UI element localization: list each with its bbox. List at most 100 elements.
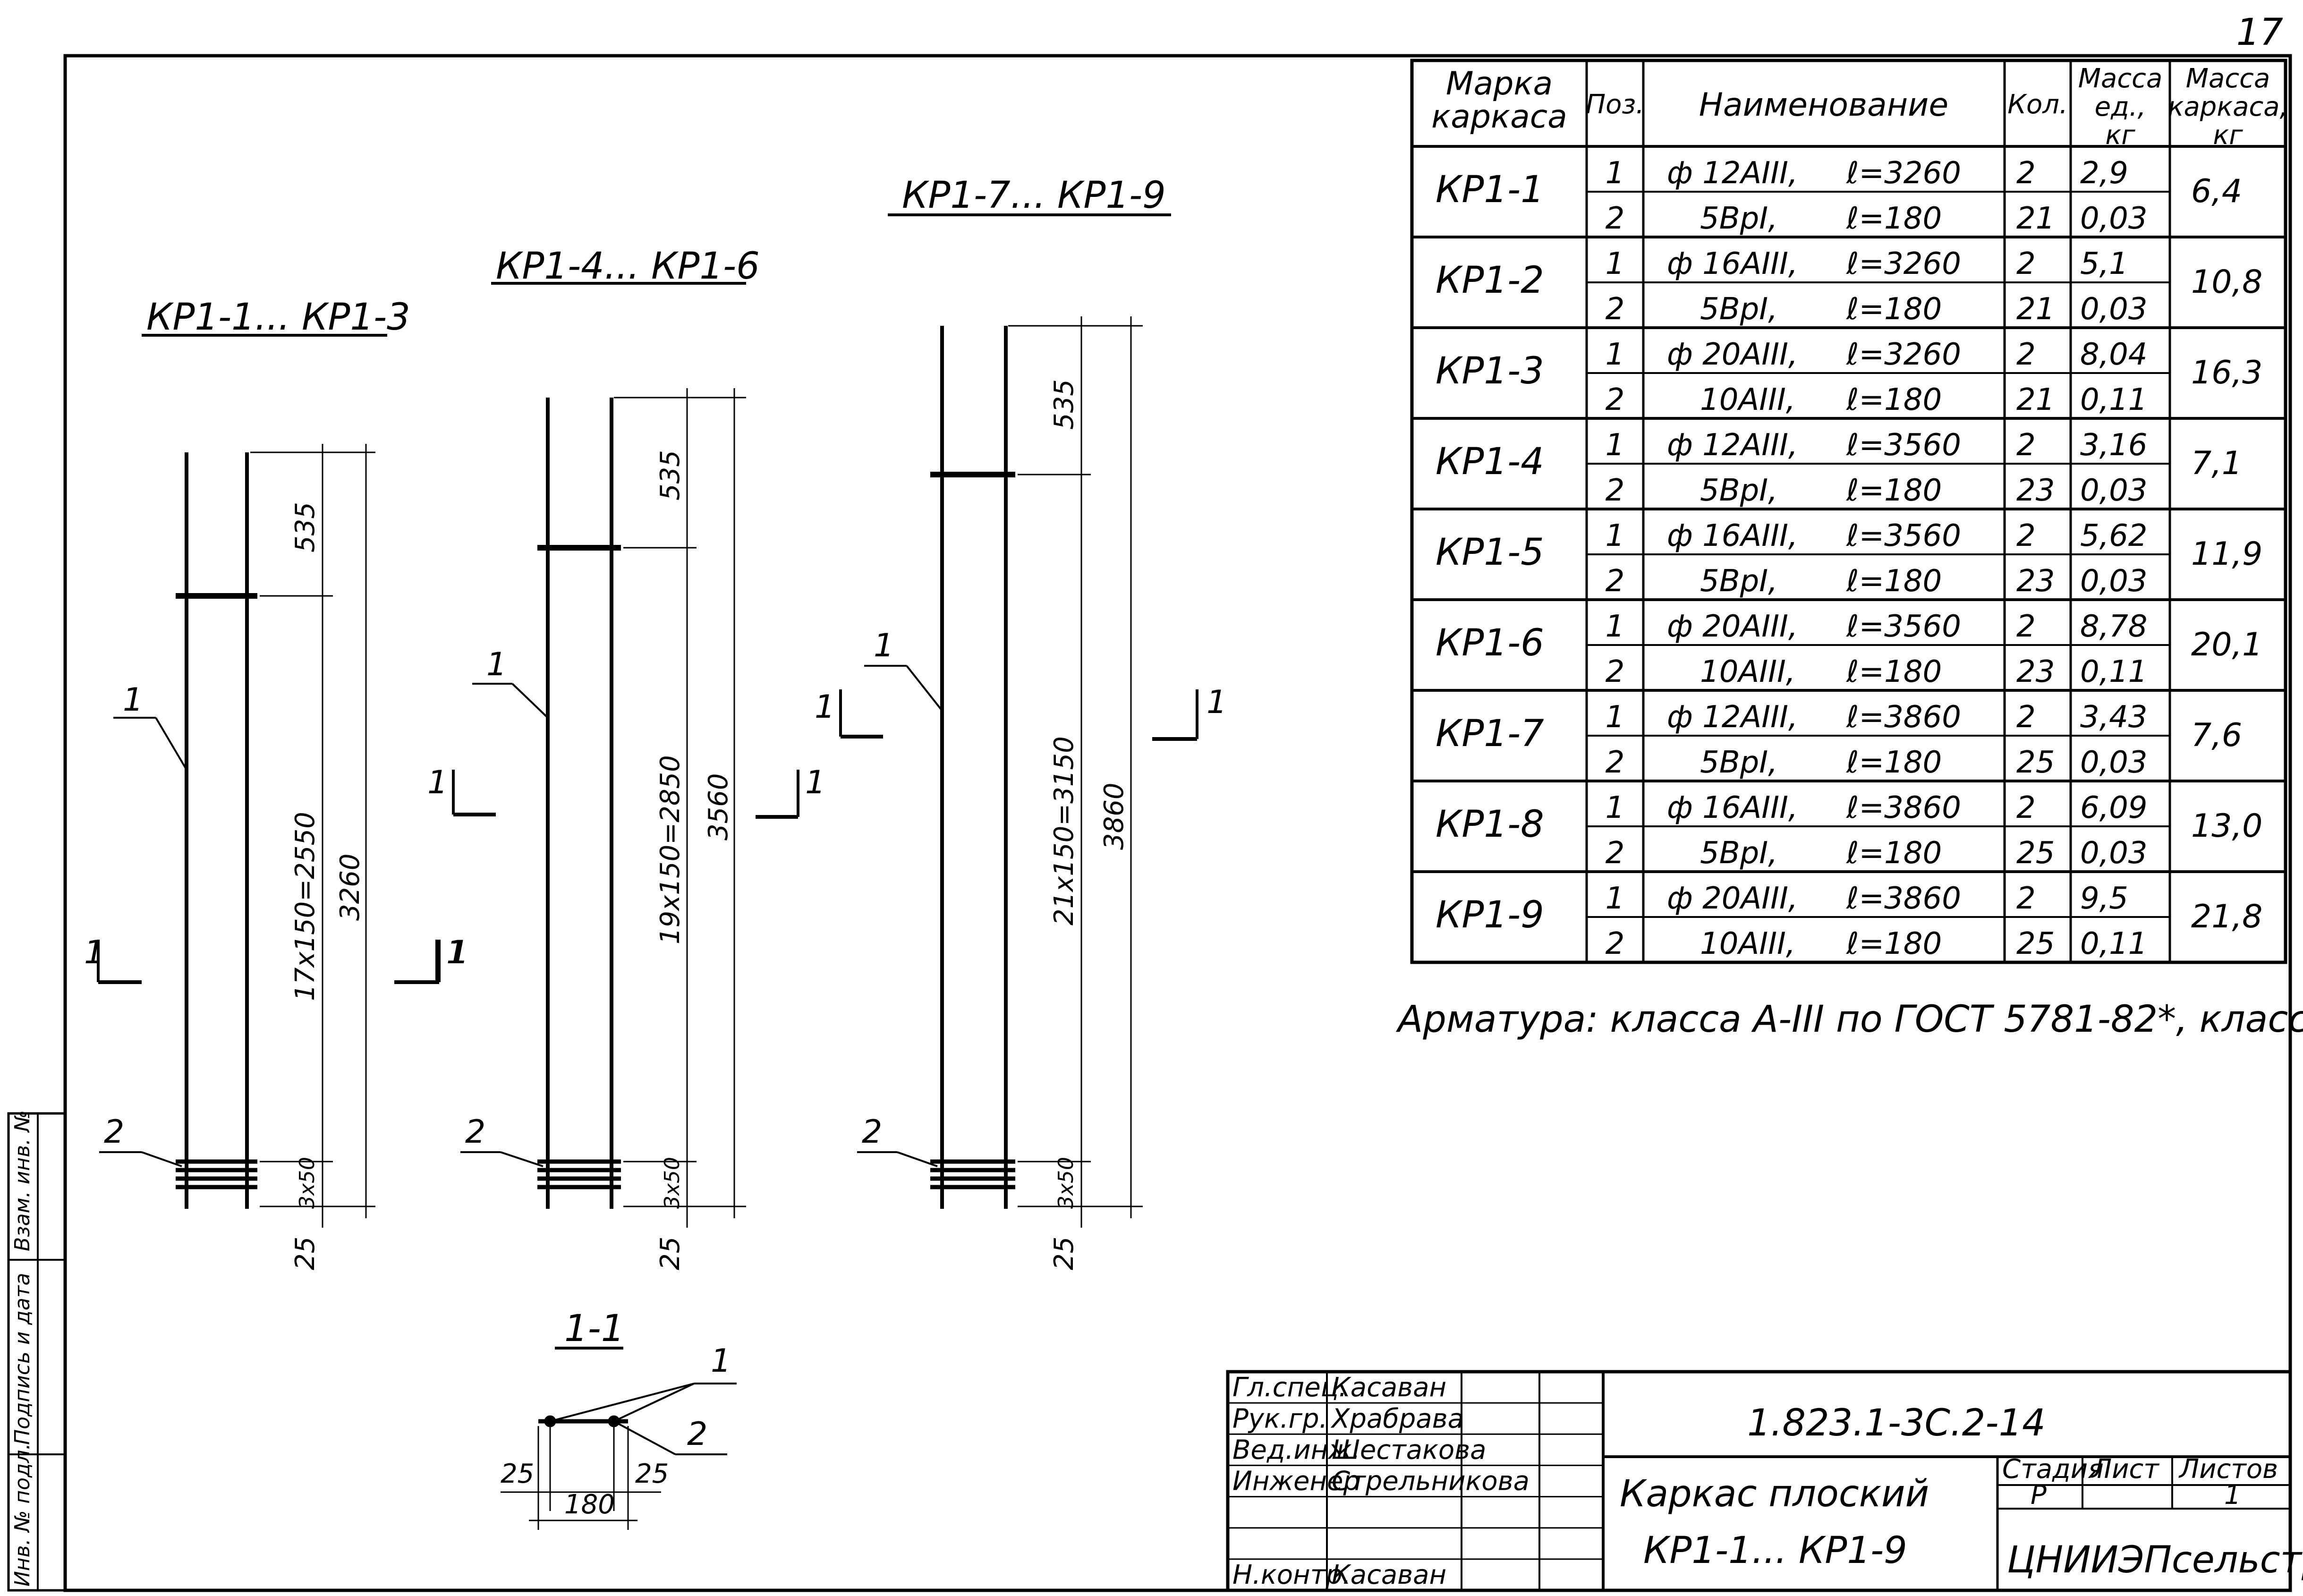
header-frame-mass: каркаса, [2168,92,2288,122]
sheet-number: 17 [2236,11,2283,54]
item-qty: 2 [2016,881,2036,916]
item-name: ф 20АIII, [1667,337,1798,372]
row-frame-mass: 20,1 [2191,626,2262,663]
item-qty: 2 [2016,337,2036,372]
svg-text:1: 1 [1207,684,1227,721]
item-name: 10АIII, [1700,382,1795,417]
item-qty: 23 [2016,654,2055,689]
svg-text:1: 1 [805,764,825,801]
svg-text:1: 1 [815,688,835,726]
item-unit-mass: 0,11 [2080,654,2148,689]
item-qty: 25 [2016,926,2055,961]
item-pos: 1 [1606,337,1625,372]
svg-text:2: 2 [465,1113,485,1151]
svg-text:3260: 3260 [335,853,365,921]
svg-text:25: 25 [501,1459,534,1489]
row-frame-mass: 7,1 [2191,445,2242,482]
header-frame-mass: кг [2213,120,2243,151]
title-block-role: Рук.гр. [1232,1403,1327,1434]
item-length: ℓ=180 [1846,292,1942,327]
row-mark: КР1-9 [1436,894,1544,936]
item-name: 10АIII, [1700,926,1795,961]
stage-value: Р [2031,1480,2047,1511]
item-name: 5ВрI, [1700,201,1777,236]
item-pos: 1 [1606,246,1625,281]
item-qty: 21 [2016,292,2055,327]
svg-text:25: 25 [655,1237,686,1270]
item-unit-mass: 6,09 [2080,790,2148,825]
item-name: ф 20АIII, [1667,609,1798,644]
item-unit-mass: 0,03 [2080,745,2148,780]
item-unit-mass: 0,03 [2080,201,2148,236]
item-length: ℓ=3860 [1846,881,1961,916]
item-unit-mass: 0,11 [2080,926,2148,961]
svg-text:25: 25 [290,1237,321,1270]
item-pos: 1 [1606,428,1625,463]
section-title: 1-1 [564,1307,624,1350]
item-length: ℓ=180 [1846,926,1942,961]
title-block-name: Стрельникова [1332,1466,1530,1497]
item-qty: 2 [2016,156,2036,191]
item-pos: 2 [1606,201,1625,236]
item-unit-mass: 0,03 [2080,836,2148,871]
item-name: ф 12АIII, [1667,428,1798,463]
row-mark: КР1-2 [1436,259,1544,302]
header-unit-mass: кг [2105,120,2135,151]
item-pos: 2 [1606,745,1625,780]
view-title: КР1-4... КР1-6 [496,245,760,288]
item-name: 10АIII, [1700,654,1795,689]
item-length: ℓ=3560 [1846,428,1961,463]
item-unit-mass: 0,11 [2080,382,2148,417]
item-unit-mass: 0,03 [2080,292,2148,327]
title-block-role: Гл.спец. [1232,1372,1347,1403]
header-name: Наименование [1699,86,1948,124]
item-pos: 1 [1606,881,1625,916]
item-length: ℓ=3860 [1846,790,1961,825]
item-length: ℓ=3260 [1846,246,1961,281]
item-unit-mass: 0,03 [2080,473,2148,508]
side-stamp: Инв. № подл. Подпись и дата Взам. инв. № [7,1110,67,1592]
item-pos: 2 [1606,564,1625,599]
svg-text:17х150=2550: 17х150=2550 [290,812,321,1001]
view-title: КР1-1... КР1-3 [146,296,410,339]
svg-text:1: 1 [486,646,507,683]
item-pos: 1 [1606,700,1625,735]
item-qty: 21 [2016,201,2055,236]
view-kr1-7: КР1-7... КР1-9 535 21х150=3150 3860 3х50… [756,174,1227,1270]
svg-text:1: 1 [123,681,143,719]
item-unit-mass: 8,78 [2080,609,2148,644]
document-name-line2: КР1-1... КР1-9 [1643,1529,1907,1572]
svg-text:1: 1 [874,627,894,664]
svg-text:1: 1 [446,934,467,971]
stamp-inv-label: Инв. № подл. [10,1443,34,1587]
item-unit-mass: 5,1 [2080,246,2128,281]
row-mark: КР1-5 [1436,531,1544,574]
svg-text:2: 2 [862,1113,882,1151]
item-length: ℓ=180 [1846,654,1942,689]
svg-text:3560: 3560 [703,773,734,840]
item-qty: 2 [2016,609,2036,644]
row-frame-mass: 21,8 [2191,898,2262,935]
row-frame-mass: 6,4 [2191,173,2242,210]
item-qty: 23 [2016,564,2055,599]
svg-text:3х50: 3х50 [660,1157,684,1209]
item-length: ℓ=180 [1846,745,1942,780]
row-mark: КР1-8 [1436,803,1544,846]
item-pos: 1 [1606,609,1625,644]
row-mark: КР1-6 [1436,622,1544,664]
item-qty: 25 [2016,745,2055,780]
svg-text:25: 25 [1049,1237,1079,1270]
item-name: 5ВрI, [1700,745,1777,780]
item-pos: 2 [1606,292,1625,327]
header-unit-mass: ед., [2095,92,2146,122]
header-mark: Марка [1446,65,1553,102]
item-length: ℓ=180 [1846,382,1942,417]
item-name: ф 12АIII, [1667,156,1798,191]
item-length: ℓ=180 [1846,564,1942,599]
svg-text:1: 1 [427,764,448,801]
item-qty: 2 [2016,700,2036,735]
svg-text:2: 2 [687,1416,707,1453]
document-name-line1: Каркас плоский [1620,1473,1929,1515]
